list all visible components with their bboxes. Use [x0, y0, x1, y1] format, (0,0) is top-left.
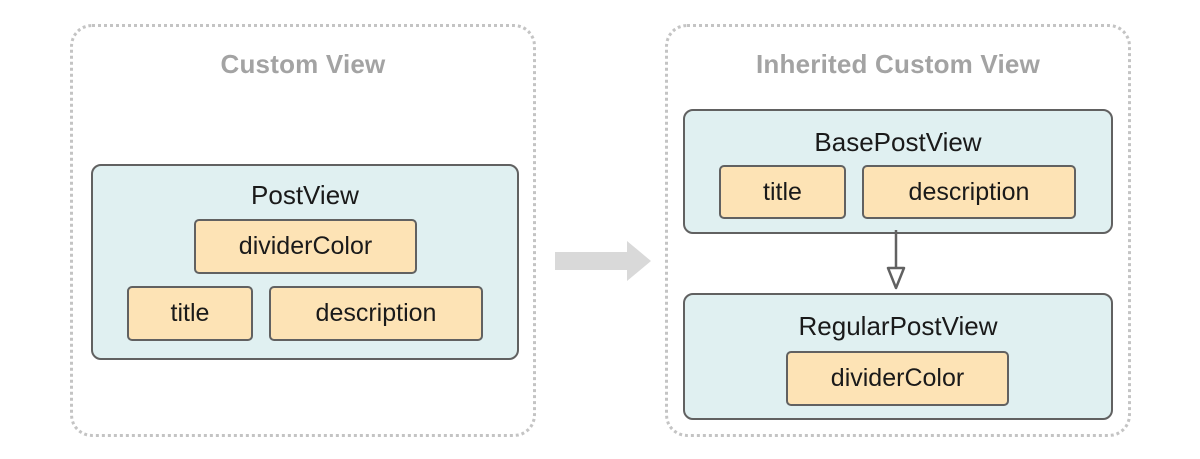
- basepostview-class-name: BasePostView: [814, 127, 982, 157]
- regularpostview-class-name: RegularPostView: [798, 311, 998, 341]
- inherited-custom-view-title: Inherited Custom View: [756, 49, 1040, 79]
- custom-view-panel: Custom View PostView dividerColor title …: [70, 24, 536, 437]
- basepostview-class-box: BasePostView title description: [683, 109, 1113, 234]
- postview-class-name: PostView: [251, 180, 359, 210]
- transition-arrow-icon: [555, 241, 651, 281]
- property-dividercolor: dividerColor: [194, 219, 417, 274]
- inherited-custom-view-panel: Inherited Custom View BasePostView title…: [665, 24, 1131, 437]
- property-dividercolor: dividerColor: [786, 351, 1009, 406]
- property-description: description: [862, 165, 1076, 219]
- property-title: title: [719, 165, 846, 219]
- property-title: title: [127, 286, 253, 341]
- postview-class-box: PostView dividerColor title description: [91, 164, 519, 360]
- custom-view-title: Custom View: [220, 49, 386, 79]
- property-description: description: [269, 286, 483, 341]
- inheritance-arrow-icon: [886, 230, 906, 290]
- regularpostview-class-box: RegularPostView dividerColor: [683, 293, 1113, 420]
